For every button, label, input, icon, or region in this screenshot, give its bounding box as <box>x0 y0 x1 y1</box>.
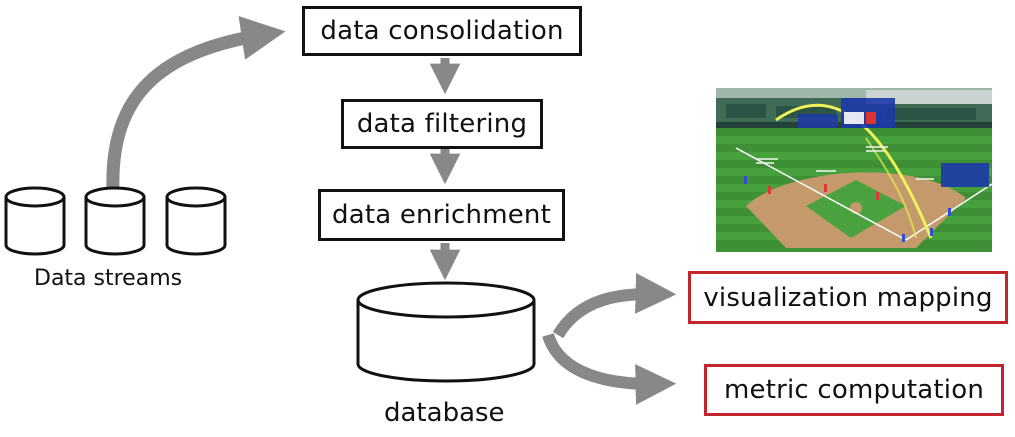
arrow-streams-to-consolidation <box>106 16 286 191</box>
data-streams-label: Data streams <box>34 266 183 291</box>
data-consolidation-box: data consolidation <box>302 6 582 56</box>
metric-computation-box: metric computation <box>704 364 1004 416</box>
database-label: database <box>384 398 505 428</box>
visualization-mapping-box: visualization mapping <box>688 271 1008 324</box>
arrow-database-to-visualization <box>552 272 677 339</box>
data-stream-cylinder-icon <box>165 186 227 256</box>
arrow-database-to-metric <box>542 332 677 405</box>
data-filtering-box: data filtering <box>341 99 543 149</box>
baseball-field-visualization-image <box>716 88 992 252</box>
data-stream-cylinder-icon <box>4 186 66 256</box>
database-cylinder-icon <box>356 281 536 383</box>
data-stream-cylinder-icon <box>84 186 146 256</box>
data-enrichment-box: data enrichment <box>318 189 565 241</box>
